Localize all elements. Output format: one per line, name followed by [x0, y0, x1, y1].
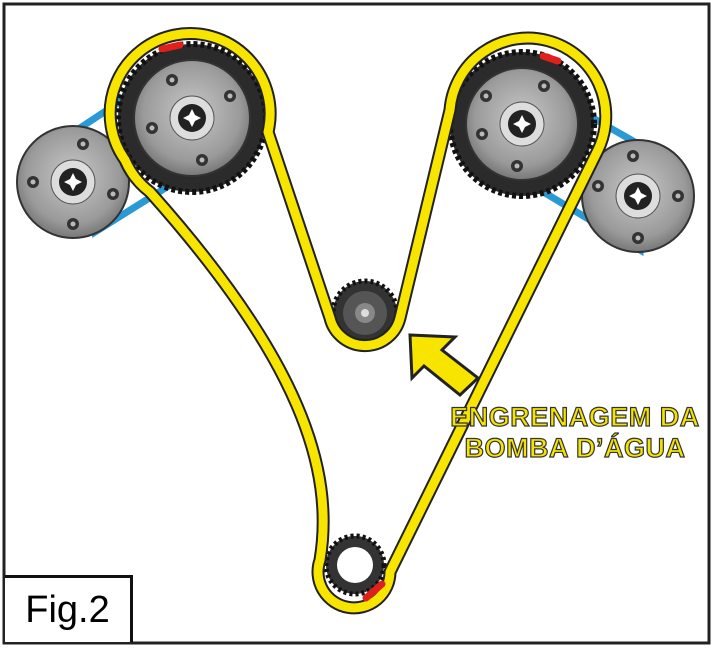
timing-mark-left-cam	[158, 41, 184, 53]
timing-mark-right-cam	[539, 52, 562, 65]
figure-label: Fig.2	[5, 575, 133, 642]
arrow-icon	[408, 333, 481, 397]
callout-line-1: ENGRENAGEM DA	[450, 401, 700, 432]
crankshaft-gear	[323, 533, 387, 597]
right-cam-sprocket	[447, 49, 597, 199]
water-pump-callout: ENGRENAGEM DA BOMBA D’ÁGUA	[440, 401, 710, 464]
callout-line-2: BOMBA D’ÁGUA	[464, 432, 686, 463]
left-vvt-pulley	[16, 125, 130, 239]
timing-mark-crank	[362, 580, 386, 602]
left-cam-sprocket	[115, 41, 269, 195]
